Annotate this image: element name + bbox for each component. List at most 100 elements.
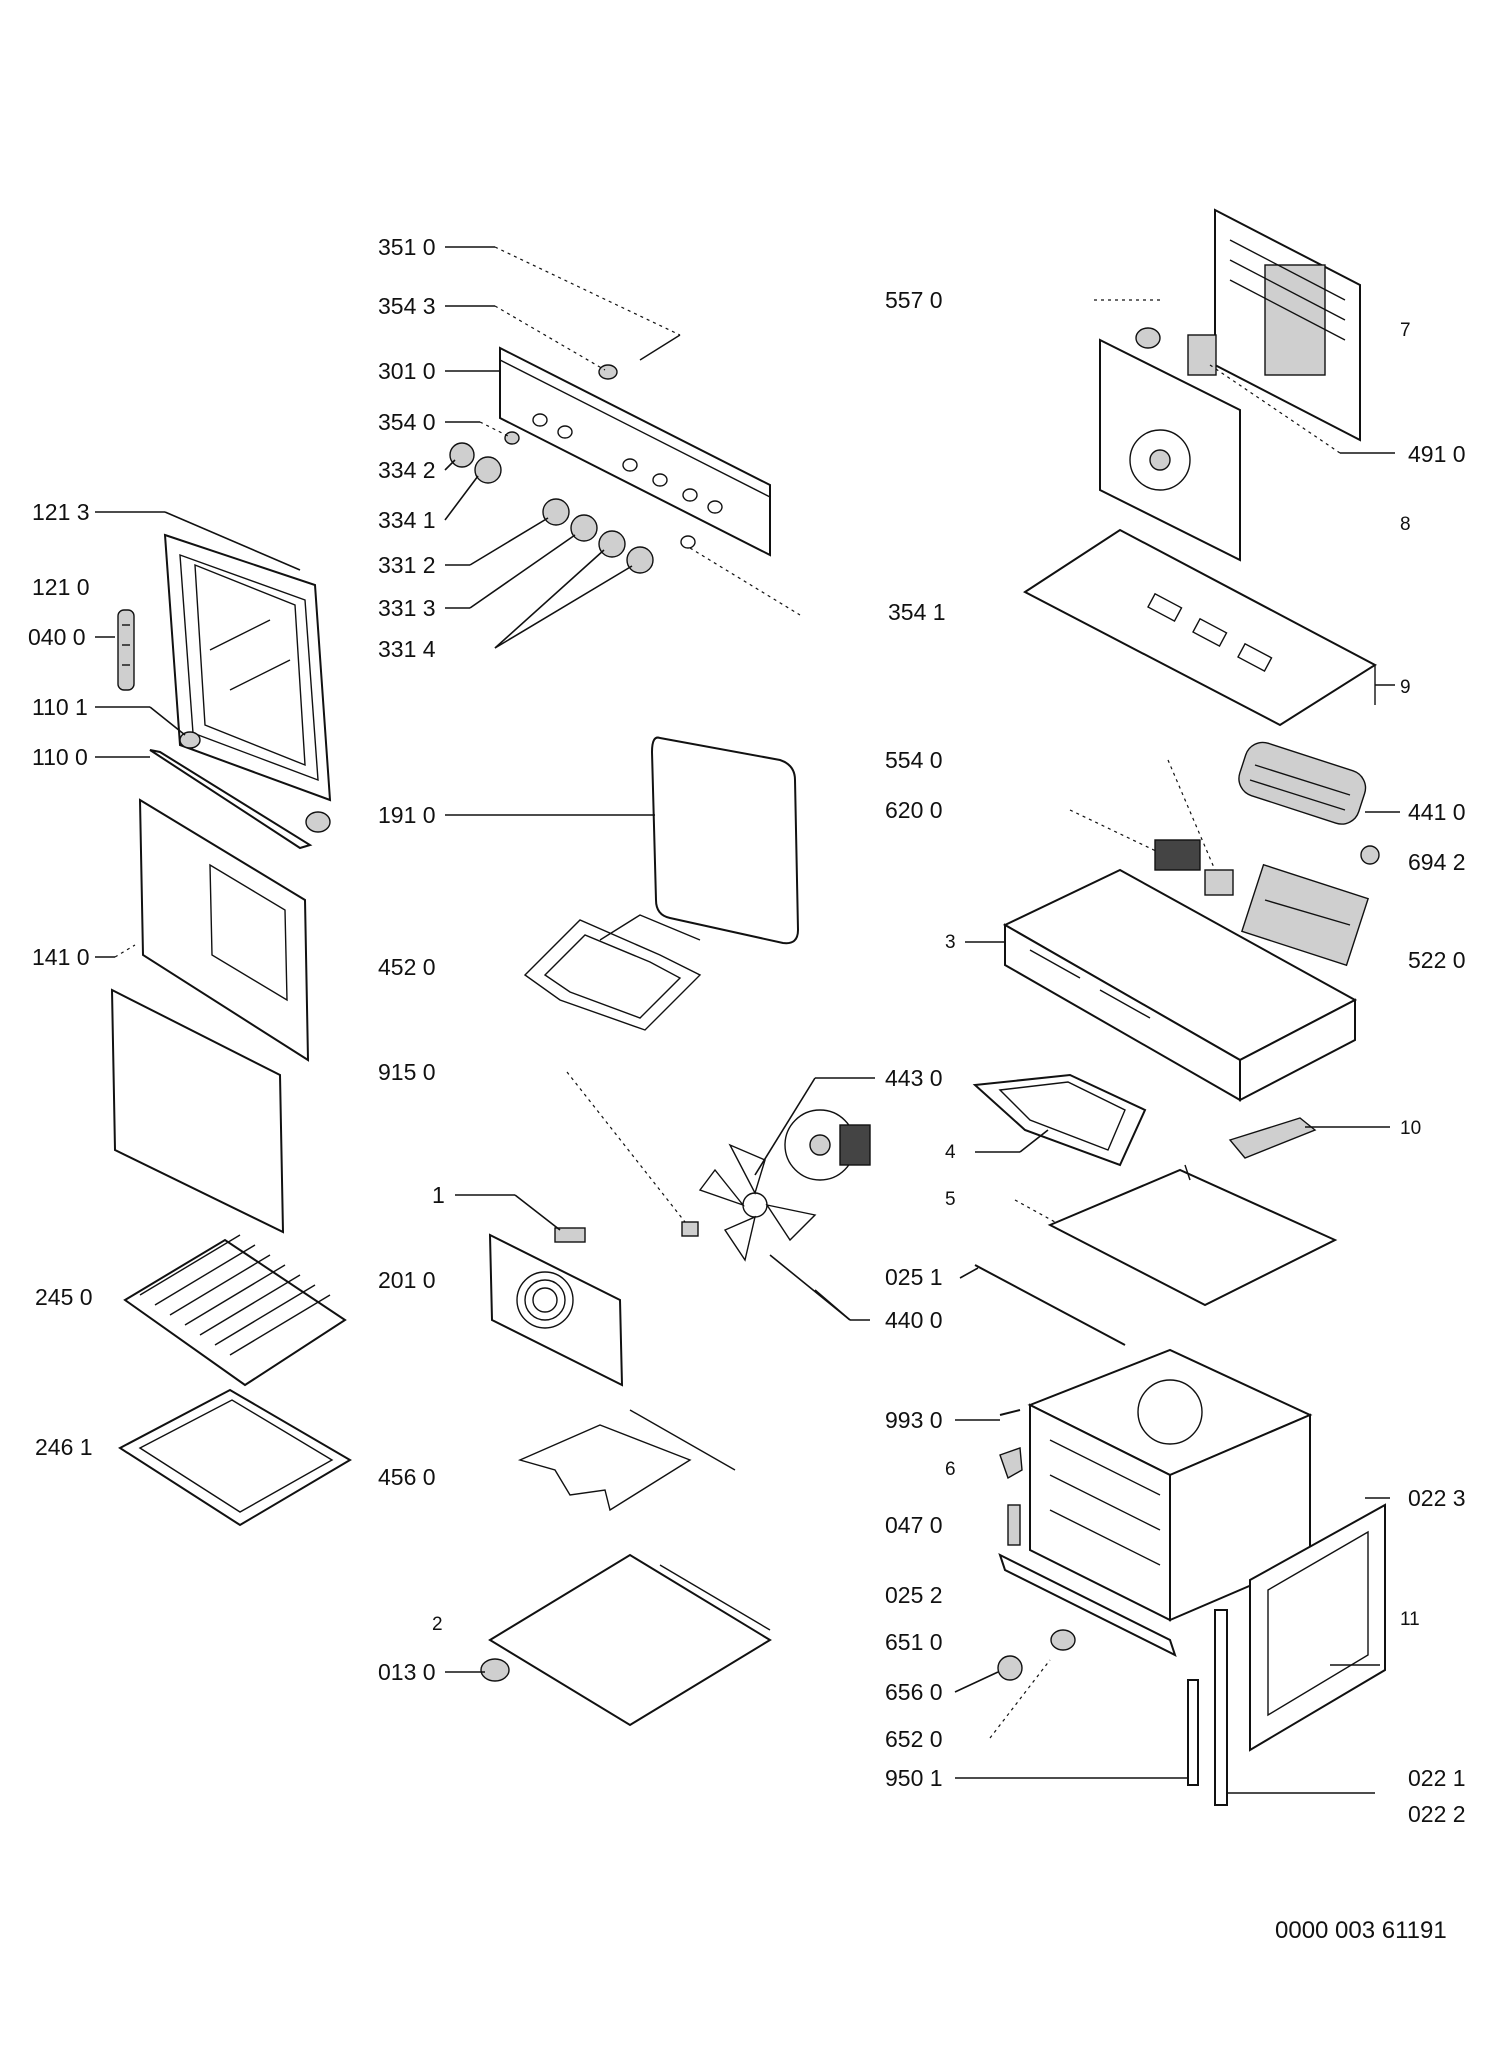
label-2: 2 — [432, 1614, 443, 1635]
label-022-3: 022 3 — [1408, 1485, 1466, 1511]
label-351-0: 351 0 — [378, 234, 436, 260]
callout-labels: 351 0 354 3 301 0 354 0 334 2 334 1 331 … — [28, 234, 1466, 1827]
part-side-rail — [974, 1264, 1126, 1346]
label-443-0: 443 0 — [885, 1065, 943, 1091]
label-656-0: 656 0 — [885, 1679, 943, 1705]
part-bottom-panel — [1047, 1164, 1338, 1307]
label-354-3: 354 3 — [378, 293, 436, 319]
part-thermostat — [1204, 869, 1234, 896]
label-651-0: 651 0 — [885, 1629, 943, 1655]
document-number: 0000 003 61191 — [1275, 1917, 1447, 1944]
part-small-cover — [1228, 1117, 1317, 1159]
label-1: 1 — [432, 1182, 445, 1208]
part-lower-element — [517, 1409, 736, 1512]
label-491-0: 491 0 — [1408, 441, 1466, 467]
part-foot — [480, 1658, 510, 1682]
label-246-1: 246 1 — [35, 1434, 93, 1460]
part-knobs — [449, 442, 654, 574]
label-993-0: 993 0 — [885, 1407, 943, 1433]
label-141-0: 141 0 — [32, 944, 90, 970]
part-door-seal — [1249, 1503, 1386, 1752]
label-110-1: 110 1 — [32, 694, 88, 720]
label-334-2: 334 2 — [378, 457, 436, 483]
label-441-0: 441 0 — [1408, 799, 1466, 825]
part-cooling-fan — [1238, 741, 1380, 865]
label-950-1: 950 1 — [885, 1765, 943, 1791]
label-440-0: 440 0 — [885, 1307, 943, 1333]
label-022-2: 022 2 — [1408, 1801, 1466, 1827]
part-inner-glass — [138, 798, 310, 1062]
part-door-handle — [117, 609, 135, 691]
label-4: 4 — [945, 1142, 956, 1163]
part-wire-rack — [123, 1234, 347, 1387]
label-652-0: 652 0 — [885, 1726, 943, 1752]
label-025-2: 025 2 — [885, 1582, 943, 1608]
label-301-0: 301 0 — [378, 358, 436, 384]
part-hinge-cap — [179, 731, 201, 749]
label-5: 5 — [945, 1189, 956, 1210]
part-glass-plate — [650, 736, 800, 945]
part-outer-glass — [110, 988, 285, 1234]
label-331-3: 331 3 — [378, 595, 436, 621]
part-control-panel — [499, 346, 771, 557]
label-025-1: 025 1 — [885, 1264, 943, 1290]
label-456-0: 456 0 — [378, 1464, 436, 1490]
part-lamp-cover — [999, 1447, 1023, 1480]
part-rear-panel — [488, 1227, 624, 1387]
label-331-2: 331 2 — [378, 552, 436, 578]
part-housing-tray — [1002, 868, 1358, 1102]
part-hinge-plate — [1007, 1504, 1021, 1546]
label-694-2: 694 2 — [1408, 849, 1466, 875]
part-side-strip — [1187, 1679, 1199, 1786]
label-6: 6 — [945, 1459, 956, 1480]
label-334-1: 334 1 — [378, 507, 436, 533]
part-clip — [999, 1409, 1021, 1416]
label-620-0: 620 0 — [885, 797, 943, 823]
part-back-panel — [1214, 208, 1361, 442]
label-915-0: 915 0 — [378, 1059, 436, 1085]
leader-lines — [95, 246, 1400, 1794]
part-pin — [639, 334, 681, 361]
label-121-0: 121 0 — [32, 574, 90, 600]
part-small-knob — [504, 431, 520, 445]
part-spring — [598, 364, 618, 380]
label-557-0: 557 0 — [885, 287, 943, 313]
label-354-1: 354 1 — [888, 599, 946, 625]
part-switch — [1154, 839, 1201, 871]
part-frame — [972, 1073, 1147, 1167]
label-047-0: 047 0 — [885, 1512, 943, 1538]
part-control-module — [1240, 863, 1370, 967]
label-554-0: 554 0 — [885, 747, 943, 773]
part-grill-element — [523, 914, 702, 1031]
part-door-frame — [163, 533, 332, 802]
part-nut — [681, 1221, 699, 1237]
part-baking-tray — [118, 1388, 352, 1527]
label-201-0: 201 0 — [378, 1267, 436, 1293]
label-022-1: 022 1 — [1408, 1765, 1466, 1791]
part-lamp-glass — [997, 1655, 1023, 1681]
label-040-0: 040 0 — [28, 624, 86, 650]
label-331-4: 331 4 — [378, 636, 436, 662]
label-013-0: 013 0 — [378, 1659, 436, 1685]
label-121-3: 121 3 — [32, 499, 90, 525]
part-fan-blade — [698, 1143, 817, 1262]
part-bottom-plate — [488, 1553, 772, 1727]
label-522-0: 522 0 — [1408, 947, 1466, 973]
label-110-0: 110 0 — [32, 744, 88, 770]
part-top-cover — [1023, 528, 1377, 727]
part-fan-motor — [784, 1109, 871, 1181]
label-354-0: 354 0 — [378, 409, 436, 435]
part-hinge-strip — [1214, 1609, 1228, 1806]
label-3: 3 — [945, 932, 956, 953]
part-inner-back — [1099, 327, 1241, 562]
label-452-0: 452 0 — [378, 954, 436, 980]
label-8: 8 — [1400, 514, 1411, 535]
part-door-bar — [149, 749, 331, 850]
label-191-0: 191 0 — [378, 802, 436, 828]
label-245-0: 245 0 — [35, 1284, 93, 1310]
label-7: 7 — [1400, 320, 1411, 341]
label-11: 11 — [1400, 1609, 1420, 1630]
part-lamp-socket — [1050, 1629, 1076, 1651]
label-10: 10 — [1400, 1118, 1421, 1139]
